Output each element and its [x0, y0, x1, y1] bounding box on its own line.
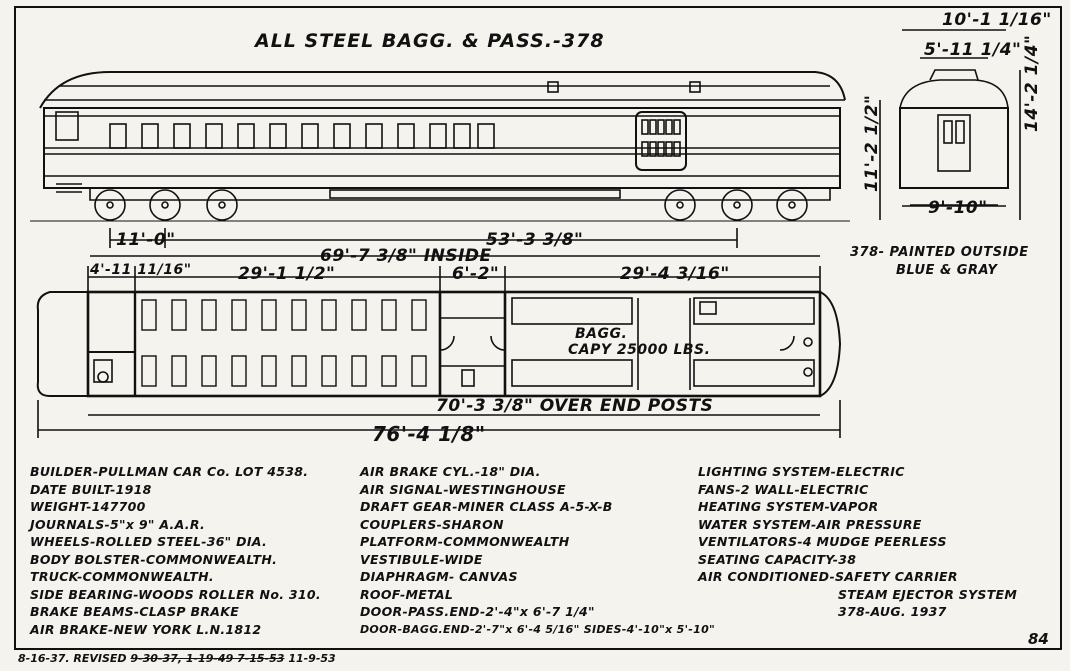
spec-line: WEIGHT-147700: [30, 499, 146, 514]
revision-struck-dates: 9-30-37, 1-19-49 7-15-53: [130, 652, 285, 665]
end-height-body-dim: 11'-2 1/2": [862, 94, 882, 192]
end-height-overall-dim: 14'-2 1/4": [1022, 34, 1042, 132]
passenger-section-dim: 29'-1 1/2": [238, 264, 336, 284]
spec-line: DOOR-BAGG.END-2'-7"x 6'-4 5/16" SIDES-4'…: [360, 622, 716, 636]
end-width-trucks-dim: 9'-10": [928, 198, 988, 218]
end-roof-width-dim: 5'-11 1/4": [924, 40, 1022, 60]
wheels: [94, 189, 808, 221]
side-windows: [109, 123, 495, 149]
inside-length-dim: 69'-7 3/8" INSIDE: [320, 246, 492, 266]
spec-line: SEATING CAPACITY-38: [698, 551, 857, 567]
spec-line: BRAKE BEAMS-CLASP BRAKE: [30, 604, 240, 619]
spec-line: ROOF-METAL: [360, 586, 454, 602]
spec-line: VENTILATORS-4 MUDGE PEERLESS: [698, 534, 947, 549]
spec-line: DRAFT GEAR-MINER CLASS A-5-X-B: [360, 499, 613, 514]
spec-line: VESTIBULE-WIDE: [360, 551, 483, 567]
spec-line: JOURNALS-5"x 9" A.A.R.: [30, 516, 206, 532]
specs-column-1: BUILDER-PULLMAN CAR Co. LOT 4538. DATE B…: [30, 463, 321, 638]
specs-column-3: LIGHTING SYSTEM-ELECTRIC FANS-2 WALL-ELE…: [698, 463, 1017, 621]
baggage-capacity-label: CAPY 25000 LBS.: [568, 342, 711, 358]
spec-line: 378-AUG. 1937: [838, 604, 947, 619]
spec-line: HEATING SYSTEM-VAPOR: [698, 499, 879, 514]
spec-line: DIAPHRAGM- CANVAS: [360, 569, 518, 584]
spec-line: DOOR-PASS.END-2'-4"x 6'-7 1/4": [360, 604, 595, 619]
spec-line: PLATFORM-COMMONWEALTH: [360, 534, 570, 549]
spec-line: AIR BRAKE CYL.-18" DIA.: [360, 464, 541, 479]
spec-line: DATE BUILT-1918: [30, 481, 152, 497]
spec-line: TRUCK-COMMONWEALTH.: [30, 569, 214, 584]
center-section-dim: 6'-2": [452, 264, 500, 284]
page-number: 84: [1028, 630, 1049, 648]
baggage-door-bars: [641, 119, 681, 157]
truck-wheelbase-dim: 11'-0": [116, 230, 176, 250]
end-width-overall-dim: 10'-1 1/16": [942, 10, 1052, 30]
spec-line: BODY BOLSTER-COMMONWEALTH.: [30, 551, 278, 567]
spec-line: AIR SIGNAL-WESTINGHOUSE: [360, 481, 566, 497]
spec-line: COUPLERS-SHARON: [360, 516, 504, 532]
drawing-title: ALL STEEL BAGG. & PASS.-378: [255, 30, 605, 52]
specs-column-2: AIR BRAKE CYL.-18" DIA. AIR SIGNAL-WESTI…: [360, 463, 715, 638]
overall-length-dim: 76'-4 1/8": [372, 422, 486, 446]
revision-line: 8-16-37. REVISED 9-30-37, 1-19-49 7-15-5…: [18, 652, 336, 665]
spec-line: WATER SYSTEM-AIR PRESSURE: [698, 516, 922, 532]
floor-plan: [36, 266, 842, 438]
seats: [141, 299, 427, 387]
spec-line: AIR BRAKE-NEW YORK L.N.1812: [30, 621, 262, 637]
revision-prefix: 8-16-37. REVISED: [18, 652, 127, 665]
paint-note-line1: 378- PAINTED OUTSIDE: [850, 245, 1029, 260]
vestibule-dim: 4'-11 11/16": [90, 262, 192, 278]
spec-line: SIDE BEARING-WOODS ROLLER No. 310.: [30, 586, 321, 602]
over-end-posts-dim: 70'-3 3/8" OVER END POSTS: [436, 396, 714, 416]
drawing-border: [14, 6, 1062, 650]
revision-current-date: 11-9-53: [288, 652, 336, 665]
truck-centers-dim: 53'-3 3/8": [486, 230, 584, 250]
spec-line: AIR CONDITIONED-SAFETY CARRIER: [698, 569, 958, 584]
side-elevation: [30, 71, 850, 257]
spec-line: STEAM EJECTOR SYSTEM: [838, 586, 1018, 602]
spec-line: WHEELS-ROLLED STEEL-36" DIA.: [30, 534, 268, 549]
spec-line: FANS-2 WALL-ELECTRIC: [698, 481, 869, 497]
baggage-room-label: BAGG.: [575, 326, 628, 342]
spec-line: BUILDER-PULLMAN CAR Co. LOT 4538.: [30, 464, 309, 479]
paint-note-line2: BLUE & GRAY: [896, 263, 998, 278]
baggage-section-dim: 29'-4 3/16": [620, 264, 730, 284]
end-view: [879, 29, 1021, 220]
spec-line: LIGHTING SYSTEM-ELECTRIC: [698, 464, 905, 479]
